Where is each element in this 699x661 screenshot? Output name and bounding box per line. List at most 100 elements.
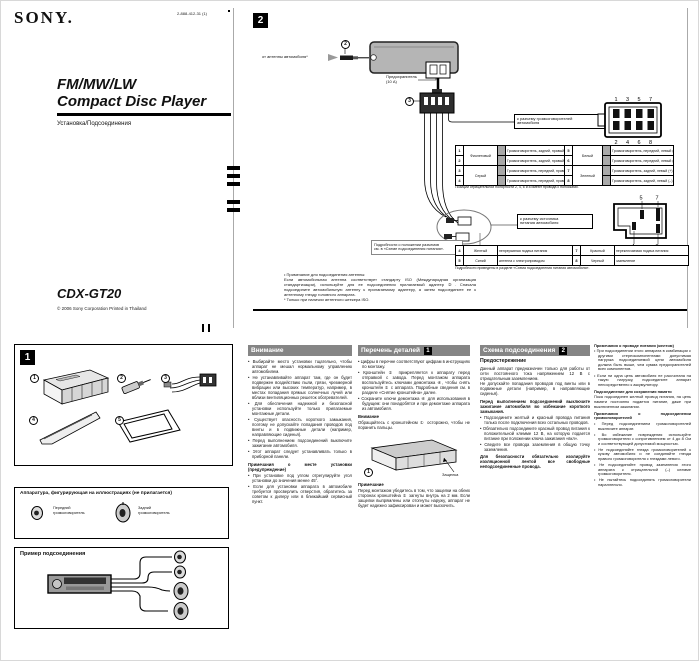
- connection-bullet: Подсоедините желтый и красный провода пи…: [480, 415, 590, 425]
- registration-mark: [227, 200, 240, 204]
- connection-example-title: Пример подсоединения: [20, 551, 86, 557]
- power-table-footnote: Подробности приведены в разделе «Схема п…: [455, 266, 590, 270]
- caution-bullet: Выбирайте место установки тщательно, что…: [248, 359, 352, 374]
- caution-sub-bullet: Если для установки аппарата в автомобиле…: [248, 484, 352, 504]
- caution-bullet: Этот аппарат следует устанавливать тольк…: [248, 449, 352, 459]
- fuse-label: Предохранитель (10 A): [386, 74, 417, 84]
- registration-mark: [227, 208, 240, 212]
- notes-bullet: Если ни одна цепь автомобиля не рассчита…: [594, 373, 691, 388]
- connection-header: Схема подсоединения 2: [480, 345, 590, 356]
- svg-text:6: 6: [638, 140, 641, 144]
- notes-paragraph: Пока подсоединен желтый провод питания, …: [594, 394, 691, 409]
- equipment-title: Аппаратура, фигурирующая на иллюстрациях…: [20, 491, 172, 496]
- parts-bullet: Сохраните ключи демонтажа ④ для использо…: [358, 396, 470, 411]
- part2-callout: 2: [117, 374, 126, 383]
- front-speaker-icon: [31, 506, 43, 520]
- notes-head: Примечания о подсоединении громкоговорит…: [594, 410, 691, 421]
- notes-bullet: Не пытайтесь подсоединять громкоговорите…: [594, 478, 691, 487]
- svg-text:5: 5: [640, 196, 643, 202]
- section2-number-badge: 2: [253, 13, 268, 28]
- parts-bullet: Кронштейн ① прикрепляется к аппарату пер…: [358, 370, 470, 395]
- part3-callout: 3: [161, 374, 170, 383]
- doc-number: 2-888-412-31 (1): [177, 11, 208, 16]
- title-rule: [57, 113, 231, 116]
- connection-column: Схема подсоединения 2 Предостережение Да…: [480, 345, 590, 515]
- antenna-adapter-callout: 2: [341, 40, 350, 49]
- parts-note-text: Перед монтажом убедитесь в том, что заще…: [358, 488, 470, 508]
- notes-column: Примечания о проводе питания (желтом) Пр…: [594, 341, 691, 511]
- part1-callout: 1: [30, 374, 39, 383]
- notes-bullet: Во избежание повреждения используйте гро…: [594, 432, 691, 447]
- connection-bullet: Обязательно подсоедините красный провод …: [480, 426, 590, 441]
- bracket-figure: 1 Защелка: [358, 432, 464, 480]
- part5-callout: 5: [115, 416, 124, 425]
- model-name: CDX-GT20: [57, 286, 122, 301]
- front-speaker-label: Передний громкоговоритель: [53, 506, 85, 515]
- warning-lead: Перед выполнением подсоединений выключит…: [480, 398, 590, 414]
- section2-bottom-rule: [253, 309, 687, 311]
- section1-number-badge: 1: [20, 350, 35, 365]
- notes-head: Подсоединение для сохранения памяти: [594, 388, 672, 394]
- product-type-line2: Compact Disc Player: [57, 93, 207, 110]
- parts-note-head: Примечание: [358, 482, 384, 487]
- copyright-line: © 2006 Sony Corporation Printed in Thail…: [57, 306, 147, 311]
- parts-bullet: Цифры в перечне соответствуют цифрам в и…: [358, 359, 470, 369]
- notes-bullet: Не подсоединяйте гнезда громкоговорителе…: [594, 447, 691, 462]
- parts-list-section-ref: 1: [423, 346, 432, 355]
- connection-bullet: Сведите все провода заземления в общую т…: [480, 442, 590, 452]
- rear-speaker-icon: [115, 502, 131, 523]
- parts-box: [14, 344, 233, 466]
- harness-callout: 3: [405, 97, 414, 106]
- connection-section-ref: 2: [559, 346, 568, 355]
- svg-text:1: 1: [615, 97, 618, 103]
- page-divider-right: [687, 8, 688, 328]
- rear-speaker-label: Задний громкоговоритель: [138, 506, 170, 515]
- connection-bold-note: Для безопасности обязательно изолируйте …: [480, 454, 590, 469]
- product-type-line1: FM/MW/LW: [57, 76, 137, 93]
- notes-bullet: При подсоединении этого аппарата в комби…: [594, 348, 691, 372]
- connection-example-diagram: [47, 550, 189, 620]
- notes-head: Примечания о проводе питания (желтом): [594, 342, 674, 348]
- svg-text:7: 7: [656, 196, 659, 202]
- antenna-note: • Примечание для подсоединения антенны: …: [284, 272, 476, 302]
- connection-header-label: Схема подсоединения: [483, 347, 556, 354]
- parts-illustration: [39, 369, 217, 445]
- registration-dot: [228, 10, 230, 12]
- svg-text:4: 4: [626, 140, 629, 144]
- parts-list-column: Перечень деталей 1 Цифры в перечне соотв…: [358, 345, 470, 515]
- svg-text:5: 5: [638, 97, 641, 103]
- bracket-figure-drawing: [370, 439, 458, 472]
- caution-header: Внимание: [248, 345, 352, 356]
- registration-mark: [227, 182, 240, 186]
- manual-subtitle: Установка/Подсоединения: [57, 121, 132, 127]
- svg-text:7: 7: [649, 97, 652, 103]
- power-connector-diagram: 5 7 4 8: [613, 196, 667, 248]
- parts-caution-text: Обращайтесь с кронштейном ① осторожно, ч…: [358, 419, 470, 430]
- caution-bullet: Перед выполнением подсоединений выключит…: [248, 438, 352, 448]
- caution-header-label: Внимание: [251, 347, 284, 354]
- warning-paragraph: Данный аппарат предназначен только для р…: [480, 366, 590, 396]
- svg-text:3: 3: [626, 97, 629, 103]
- svg-text:2: 2: [615, 140, 618, 144]
- cut-mark: [208, 324, 210, 332]
- notes-bullet: Не подсоединяйте провод заземления этого…: [594, 462, 691, 477]
- registration-mark: [227, 166, 240, 170]
- cover-title-block: FM/MW/LW Compact Disc Player Установка/П…: [57, 76, 231, 127]
- notes-bullet: Перед подсоединением громкоговорителей в…: [594, 421, 691, 431]
- antenna-source-label: от антенны автомобиля*: [262, 54, 308, 59]
- parts-caution-head: Внимание: [358, 413, 379, 419]
- sony-logo: SONY.: [14, 8, 74, 27]
- bracket-callout: 1: [364, 467, 373, 477]
- caution-bullet: Не устанавливайте аппарат там, где он бу…: [248, 375, 352, 400]
- catch-label: Защелка: [442, 471, 459, 477]
- detail-reference-box: Подробности о положении разъемов см. в «…: [371, 240, 463, 255]
- wiring-diagram: [328, 41, 517, 251]
